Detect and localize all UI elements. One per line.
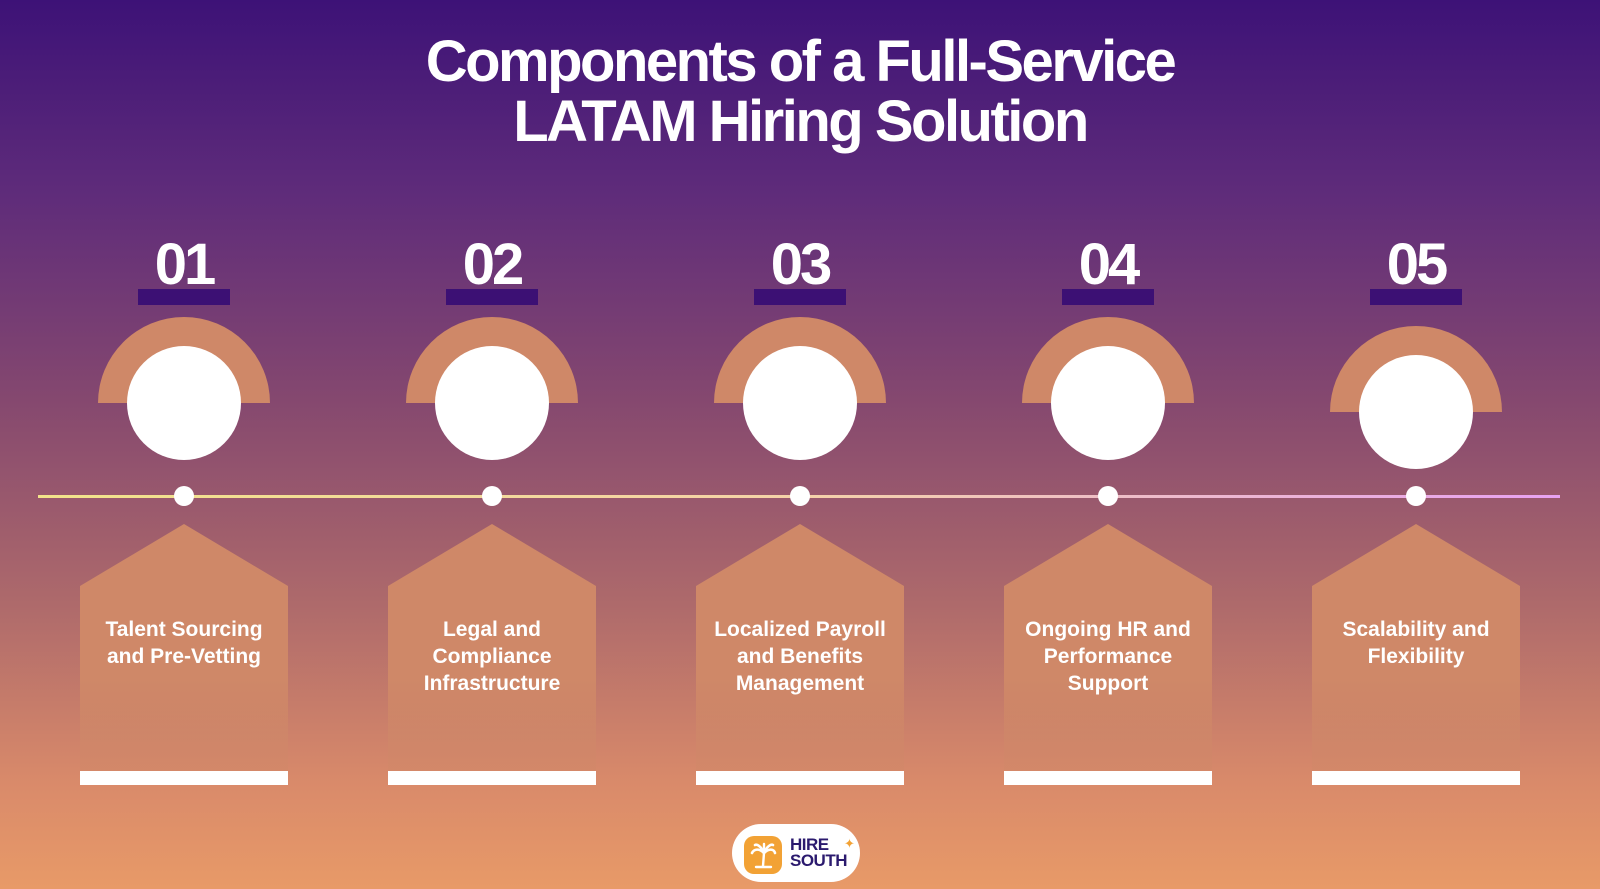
step-02: 02 Legal and Compliance Infrastructure — [388, 0, 596, 889]
timeline-dot — [174, 486, 194, 506]
sparkle-icon: ✦ — [844, 836, 855, 851]
step-number-underline — [446, 289, 538, 305]
step-number-underline — [1370, 289, 1462, 305]
timeline-dot — [1406, 486, 1426, 506]
step-card: Legal and Compliance Infrastructure — [388, 524, 596, 772]
step-card: Talent Sourcing and Pre-Vetting — [80, 524, 288, 772]
step-card-base-bar — [696, 771, 904, 785]
step-05: 05 Scalability and Flexibility — [1312, 0, 1520, 889]
step-circle — [435, 346, 549, 460]
step-label: Talent Sourcing and Pre-Vetting — [105, 618, 263, 668]
step-01: 01 Talent Sourcing and Pre-Vetting — [80, 0, 288, 889]
step-number: 01 — [154, 232, 217, 297]
step-card: Localized Payroll and Benefits Managemen… — [696, 524, 904, 772]
step-card: Scalability and Flexibility — [1312, 524, 1520, 772]
step-card-base-bar — [1312, 771, 1520, 785]
step-card-base-bar — [1004, 771, 1212, 785]
step-circle — [1051, 346, 1165, 460]
title-line-1: Components of a Full-Service — [425, 29, 1177, 94]
logo-line-2: SOUTH — [790, 851, 848, 870]
step-card-base-bar — [388, 771, 596, 785]
logo-wordmark: HIRE SOUTH — [790, 835, 856, 870]
step-card-base-bar — [80, 771, 288, 785]
step-label: Scalability and Flexibility — [1342, 618, 1490, 668]
page-title: Components of a Full-Service LATAM Hirin… — [0, 32, 1600, 152]
timeline-dot — [482, 486, 502, 506]
step-number-underline — [138, 289, 230, 305]
step-number-underline — [754, 289, 846, 305]
step-number: 05 — [1386, 232, 1449, 297]
step-04: 04 Ongoing HR and Performance Support — [1004, 0, 1212, 889]
timeline-dot — [1098, 486, 1118, 506]
step-card: Ongoing HR and Performance Support — [1004, 524, 1212, 772]
step-label: Localized Payroll and Benefits Managemen… — [714, 618, 886, 695]
step-number-underline — [1062, 289, 1154, 305]
step-circle — [743, 346, 857, 460]
step-number: 02 — [462, 232, 525, 297]
step-03: 03 Localized Payroll and Benefits Manage… — [696, 0, 904, 889]
timeline-dot — [790, 486, 810, 506]
step-circle — [127, 346, 241, 460]
step-label: Ongoing HR and Performance Support — [1025, 618, 1191, 695]
palm-tree-icon — [744, 836, 782, 874]
step-number: 03 — [770, 232, 833, 297]
step-number: 04 — [1078, 232, 1141, 297]
logo-line-1: HIRE — [790, 835, 829, 854]
step-circle — [1359, 355, 1473, 469]
hire-south-logo: HIRE SOUTH ✦ — [732, 824, 860, 882]
step-label: Legal and Compliance Infrastructure — [423, 618, 561, 695]
title-line-2: LATAM Hiring Solution — [513, 89, 1089, 154]
